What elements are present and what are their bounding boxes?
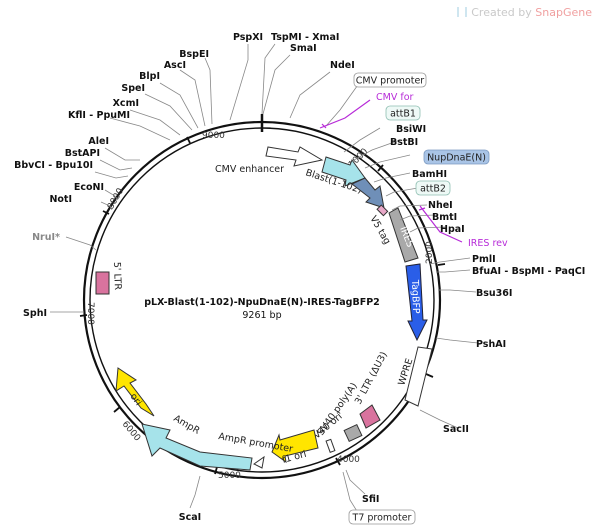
ltr3-feature[interactable] [359,404,381,429]
plasmid-name: pLX-Blast(1-102)-NpuDnaE(N)-IRES-TagBFP2 [144,297,380,308]
cmv-promoter-label: CMV promoter [356,76,425,87]
tagbfp-label: TagBFP [409,279,421,314]
site-bsu36i: Bsu36I [476,288,512,299]
site-sphi: SphI [23,308,47,319]
site-smai: SmaI [290,43,317,54]
site-nrui: NruI* [32,232,60,243]
tick-9000: 9000 [202,131,225,141]
t7-promoter-box [348,509,416,525]
cmv-for-primer-label: CMV for [376,92,414,103]
site-econi: EcoNI [74,182,104,193]
tick-6000: 6000 [120,420,143,444]
ltr5-feature[interactable] [95,271,110,295]
wpre-feature[interactable] [404,346,433,407]
site-blpi: BlpI [139,71,160,82]
tick-5000: 5000 [218,471,241,481]
ires-rev-primer-label: IRES rev [468,238,508,249]
site-leaders [50,43,479,517]
site-noti: NotI [49,194,72,205]
sv40-ori-feature[interactable] [343,423,363,443]
ampr-label: AmpR [172,413,202,437]
attb1-box [385,105,421,121]
tick-2000: 2000 [425,241,435,264]
sv40-polya-feature[interactable] [325,438,336,453]
ampr-promoter-feature[interactable] [253,455,265,469]
site-spei: SpeI [121,83,145,94]
ampr-promoter-label: AmpR promoter [217,431,293,455]
site-kfli-ppumi: KflI - PpuMI [68,110,130,121]
site-bstapi: BstAPI [65,148,100,159]
site-alei: AleI [88,136,109,147]
site-sacii: SacII [443,424,469,435]
site-pspxi: PspXI [233,32,263,43]
cmv-promoter-box [353,72,427,88]
npudnae-label: NupDnaE(N) [427,153,486,164]
primer-lines [319,99,463,243]
v5-tag-feature[interactable] [376,204,389,217]
site-bsiwi: BsiWI [396,124,426,135]
watermark-prefix: Created by [471,6,536,19]
site-xcmi: XcmI [113,98,139,109]
site-scai: ScaI [179,512,201,523]
cmv-enhancer-label: CMV enhancer [215,164,284,175]
site-tspmi-xmai: TspMI - XmaI [271,32,339,43]
ires-feature[interactable] [388,207,419,263]
site-sfii: SfiI [362,494,379,505]
snapgene-logo-icon [457,7,468,17]
site-ndei: NdeI [330,60,355,71]
snapgene-watermark: Created by SnapGene [457,6,592,19]
site-bfuai-bspmi-paqci: BfuAI - BspMI - PaqCI [472,266,585,277]
v5-tag-label: V5 tag [367,214,392,246]
attb2-label: attB2 [420,184,446,195]
ltr3-label: 3' LTR (ΔU3) [353,350,390,406]
f1-ori-feature[interactable] [271,429,319,464]
site-pmli: PmlI [472,254,496,265]
npudnae-feature[interactable] [351,177,385,209]
ltr5-label: 5' LTR [111,262,123,291]
plasmid-length: 9261 bp [242,310,281,321]
site-asci: AscI [164,60,186,71]
site-hpai: HpaI [440,224,465,235]
tick-4000: 4000 [337,455,360,465]
site-pshai: PshAI [476,339,506,350]
site-bstbi: BstBI [390,137,418,148]
cmv-enhancer-feature[interactable] [265,146,324,167]
site-bmti: BmtI [432,212,457,223]
watermark-brand: SnapGene [535,6,592,19]
attb1-label: attB1 [390,109,416,120]
ampr-feature[interactable] [141,423,253,471]
npudnae-box [423,149,490,165]
ori-feature[interactable] [115,367,155,417]
t7-promoter-label: T7 promoter [352,513,412,524]
blast-feature[interactable] [321,156,366,187]
attb2-box [415,180,451,196]
site-bbvci-bpu10i: BbvCI - Bpu10I [14,160,93,171]
site-bspei: BspEI [179,49,209,60]
site-nhei: NheI [428,200,453,211]
tagbfp-feature[interactable] [405,263,428,342]
site-bamhi: BamHI [412,169,447,180]
tick-marks [79,136,446,475]
tick-7000: 7000 [85,302,95,325]
